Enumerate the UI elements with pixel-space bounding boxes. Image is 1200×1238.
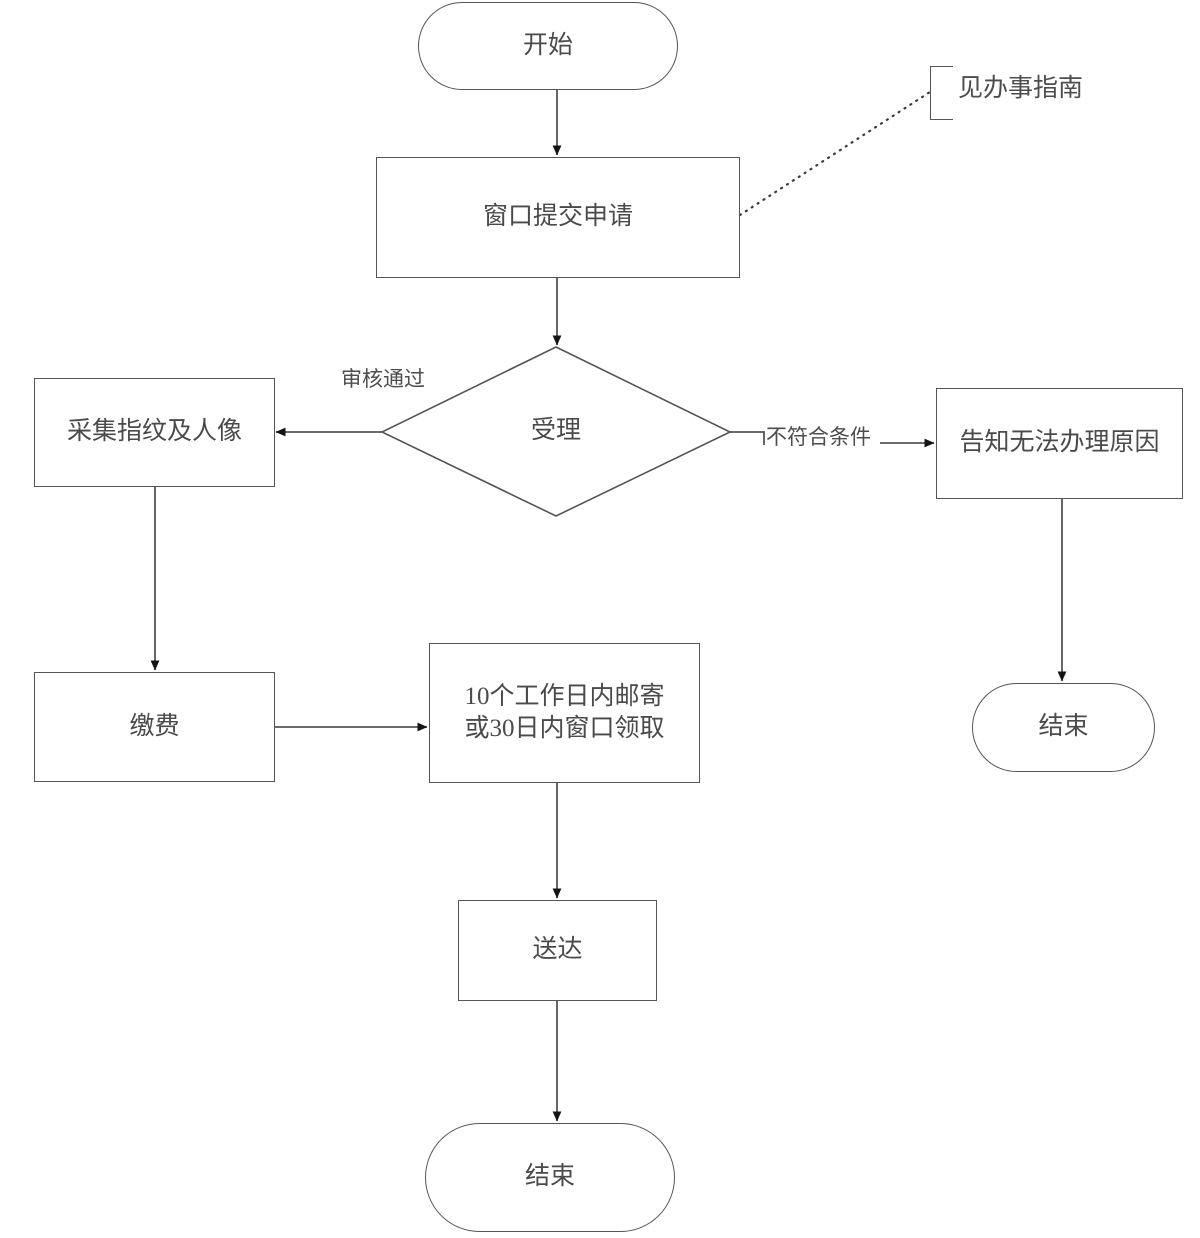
node-submit-application[interactable]: 窗口提交申请 <box>376 157 740 278</box>
node-accept-decision[interactable]: 受理 <box>382 347 730 516</box>
node-start[interactable]: 开始 <box>418 2 678 90</box>
node-payment-label: 缴费 <box>129 712 180 740</box>
node-end-right-label: 结束 <box>1038 713 1089 741</box>
edge-label-not-qualified: 不符合条件 <box>766 425 871 449</box>
node-delivered-label: 送达 <box>532 936 583 964</box>
node-accept-decision-label: 受理 <box>530 417 581 445</box>
node-notify-rejection-reason[interactable]: 告知无法办理原因 <box>936 388 1183 499</box>
node-end-right[interactable]: 结束 <box>972 683 1155 772</box>
decision-diamond-accept <box>380 346 732 517</box>
edge-label-approved: 审核通过 <box>341 367 425 391</box>
edge-accept-elbow <box>730 431 765 445</box>
node-collect-fingerprint-portrait[interactable]: 采集指纹及人像 <box>34 378 275 487</box>
node-end-left-label: 结束 <box>524 1163 575 1191</box>
node-start-label: 开始 <box>522 31 573 59</box>
node-delivered[interactable]: 送达 <box>458 900 657 1001</box>
node-delivery-options-label: 10个工作日内邮寄 或30日内窗口领取 <box>464 682 665 743</box>
node-end-left[interactable]: 结束 <box>425 1123 675 1232</box>
node-collect-fingerprint-portrait-label: 采集指纹及人像 <box>66 418 242 446</box>
node-submit-application-label: 窗口提交申请 <box>482 203 633 231</box>
note-see-service-guide[interactable]: 见办事指南 <box>930 66 1118 120</box>
note-see-service-guide-label: 见办事指南 <box>958 75 1084 102</box>
note-leader-line <box>738 88 935 217</box>
node-delivery-options[interactable]: 10个工作日内邮寄 或30日内窗口领取 <box>429 643 700 783</box>
node-notify-rejection-reason-label: 告知无法办理原因 <box>959 429 1160 457</box>
node-payment[interactable]: 缴费 <box>34 672 275 782</box>
